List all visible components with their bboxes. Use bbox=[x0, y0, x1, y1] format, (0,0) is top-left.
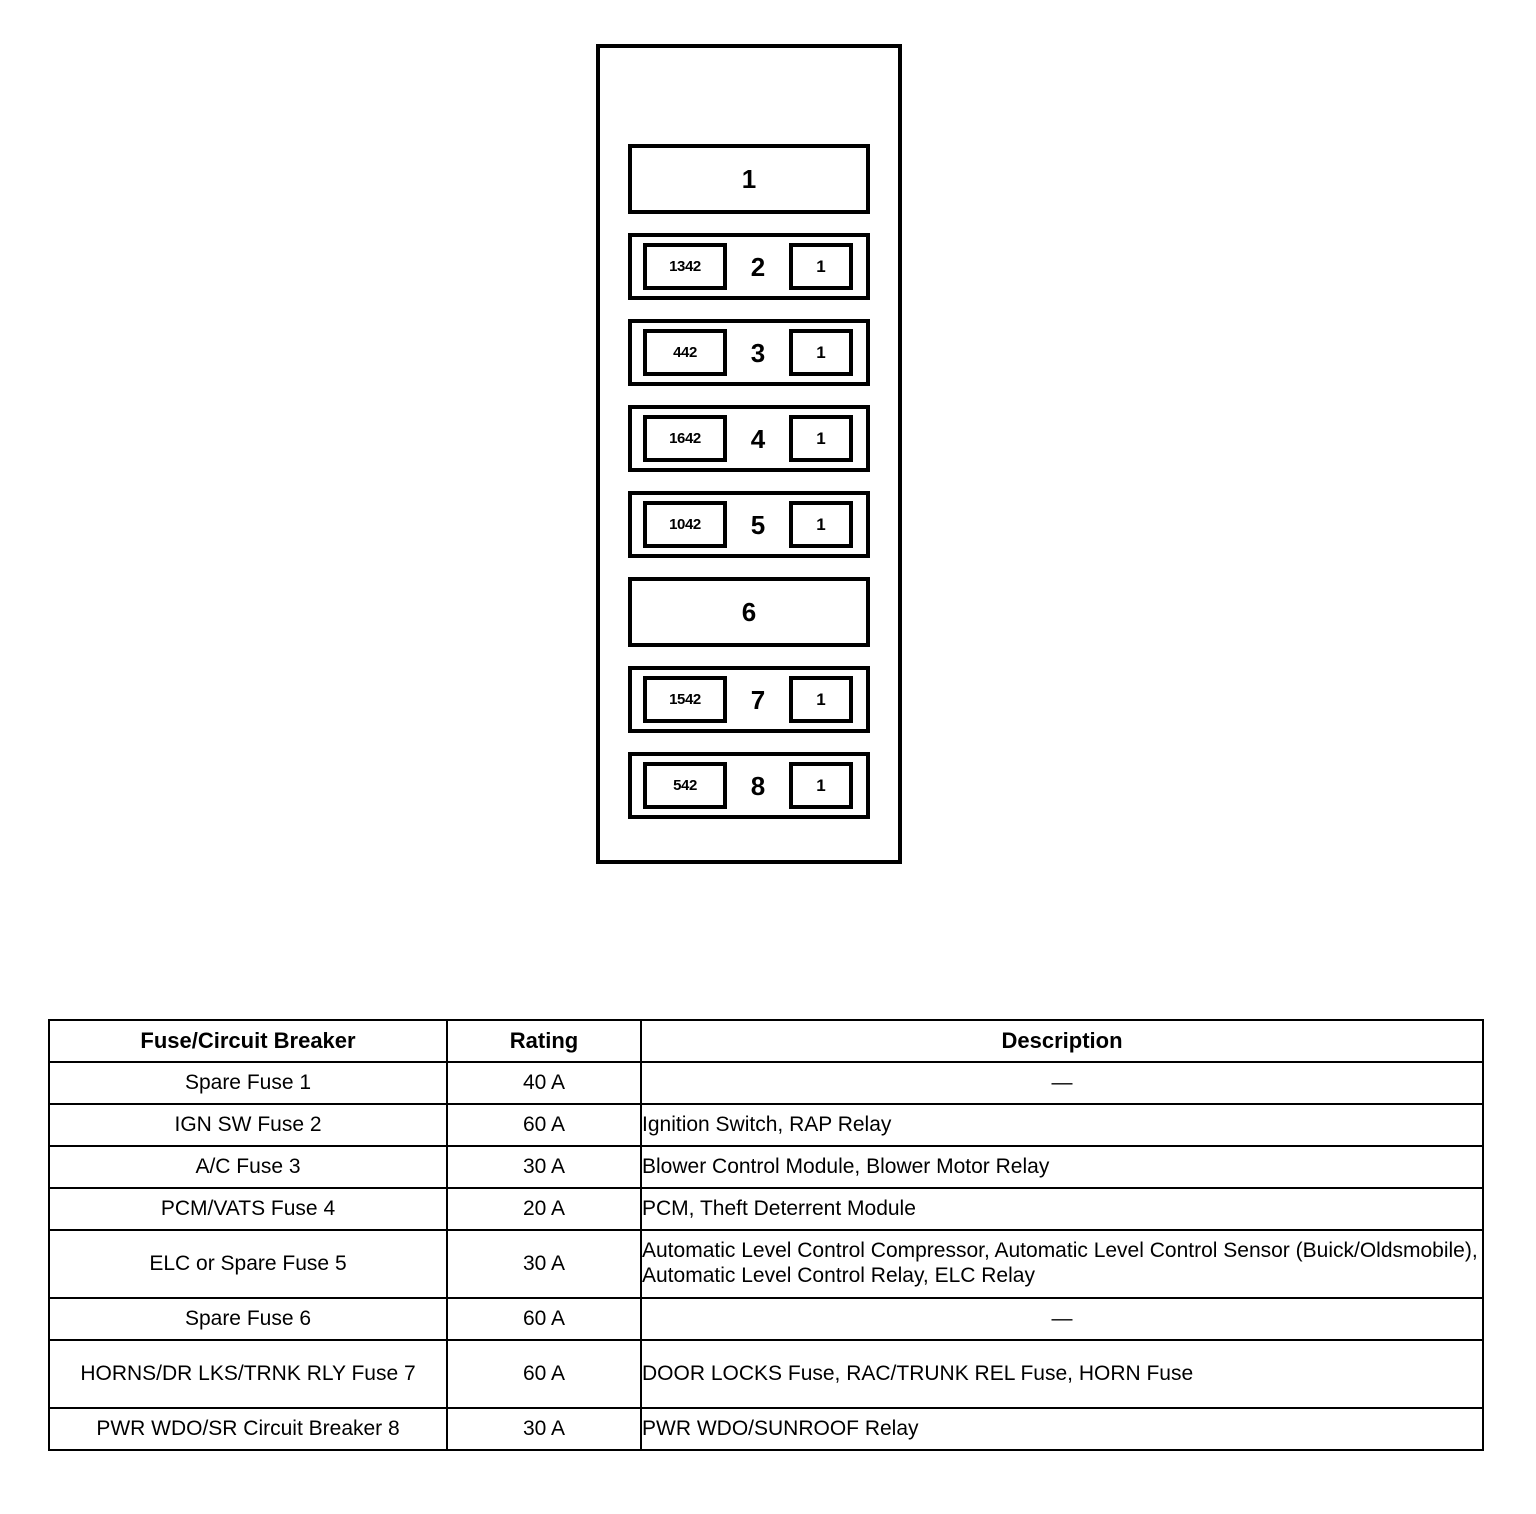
row-1-rating: 40 A bbox=[446, 1061, 642, 1105]
table-row: Spare Fuse 6 60 A — bbox=[48, 1297, 1484, 1341]
fuse-slot-4-code: 1642 bbox=[643, 415, 727, 462]
fuse-slot-6[interactable]: 6 bbox=[628, 577, 870, 647]
fuse-slot-3-code: 442 bbox=[643, 329, 727, 376]
fuse-slot-7[interactable]: 1542 7 1 bbox=[628, 666, 870, 733]
row-2-name: IGN SW Fuse 2 bbox=[48, 1103, 448, 1147]
table-row: ELC or Spare Fuse 5 30 A Automatic Level… bbox=[48, 1229, 1484, 1299]
fuse-slot-8-number: 8 bbox=[750, 770, 766, 801]
fuse-slot-5-number: 5 bbox=[750, 509, 766, 540]
row-5-rating: 30 A bbox=[446, 1229, 642, 1299]
fuse-slot-4-cavity: 1 bbox=[789, 415, 853, 462]
row-2-description: Ignition Switch, RAP Relay bbox=[640, 1103, 1484, 1147]
table-row: IGN SW Fuse 2 60 A Ignition Switch, RAP … bbox=[48, 1103, 1484, 1147]
row-8-name: PWR WDO/SR Circuit Breaker 8 bbox=[48, 1407, 448, 1451]
fuse-slot-list: 1 1342 2 1 442 3 1 1642 4 1 1042 5 1 6 1… bbox=[628, 144, 870, 838]
fuse-slot-8[interactable]: 542 8 1 bbox=[628, 752, 870, 819]
row-1-name: Spare Fuse 1 bbox=[48, 1061, 448, 1105]
row-6-description: — bbox=[640, 1297, 1484, 1341]
row-6-rating: 60 A bbox=[446, 1297, 642, 1341]
table-row: HORNS/DR LKS/TRNK RLY Fuse 7 60 A DOOR L… bbox=[48, 1339, 1484, 1409]
fuse-slot-5-cavity: 1 bbox=[789, 501, 853, 548]
row-5-name: ELC or Spare Fuse 5 bbox=[48, 1229, 448, 1299]
table-row: A/C Fuse 3 30 A Blower Control Module, B… bbox=[48, 1145, 1484, 1189]
row-3-name: A/C Fuse 3 bbox=[48, 1145, 448, 1189]
header-description: Description bbox=[640, 1019, 1484, 1063]
header-rating: Rating bbox=[446, 1019, 642, 1063]
fuse-legend-table: Fuse/Circuit Breaker Rating Description … bbox=[48, 1019, 1484, 1451]
fuse-slot-3[interactable]: 442 3 1 bbox=[628, 319, 870, 386]
fuse-slot-2[interactable]: 1342 2 1 bbox=[628, 233, 870, 300]
table-row: PCM/VATS Fuse 4 20 A PCM, Theft Deterren… bbox=[48, 1187, 1484, 1231]
row-7-name: HORNS/DR LKS/TRNK RLY Fuse 7 bbox=[48, 1339, 448, 1409]
row-2-rating: 60 A bbox=[446, 1103, 642, 1147]
fuse-slot-5[interactable]: 1042 5 1 bbox=[628, 491, 870, 558]
row-7-description: DOOR LOCKS Fuse, RAC/TRUNK REL Fuse, HOR… bbox=[640, 1339, 1484, 1409]
fuse-slot-7-code: 1542 bbox=[643, 676, 727, 723]
table-row: PWR WDO/SR Circuit Breaker 8 30 A PWR WD… bbox=[48, 1407, 1484, 1451]
row-8-description: PWR WDO/SUNROOF Relay bbox=[640, 1407, 1484, 1451]
fuse-slot-8-code: 542 bbox=[643, 762, 727, 809]
row-8-rating: 30 A bbox=[446, 1407, 642, 1451]
fuse-slot-4[interactable]: 1642 4 1 bbox=[628, 405, 870, 472]
fuse-slot-2-cavity: 1 bbox=[789, 243, 853, 290]
row-4-description: PCM, Theft Deterrent Module bbox=[640, 1187, 1484, 1231]
fuse-slot-1-number: 1 bbox=[741, 164, 757, 194]
fuse-slot-3-cavity: 1 bbox=[789, 329, 853, 376]
fuse-slot-3-number: 3 bbox=[750, 337, 766, 368]
fuse-slot-2-code: 1342 bbox=[643, 243, 727, 290]
fuse-slot-2-number: 2 bbox=[750, 251, 766, 282]
header-fuse-circuit-breaker: Fuse/Circuit Breaker bbox=[48, 1019, 448, 1063]
fuse-slot-7-cavity: 1 bbox=[789, 676, 853, 723]
fuse-slot-8-cavity: 1 bbox=[789, 762, 853, 809]
row-6-name: Spare Fuse 6 bbox=[48, 1297, 448, 1341]
row-5-description: Automatic Level Control Compressor, Auto… bbox=[640, 1229, 1484, 1299]
row-4-rating: 20 A bbox=[446, 1187, 642, 1231]
row-3-rating: 30 A bbox=[446, 1145, 642, 1189]
fuse-slot-7-number: 7 bbox=[750, 684, 766, 715]
row-4-name: PCM/VATS Fuse 4 bbox=[48, 1187, 448, 1231]
row-1-description: — bbox=[640, 1061, 1484, 1105]
fuse-slot-1[interactable]: 1 bbox=[628, 144, 870, 214]
table-row: Spare Fuse 1 40 A — bbox=[48, 1061, 1484, 1105]
row-3-description: Blower Control Module, Blower Motor Rela… bbox=[640, 1145, 1484, 1189]
fuse-block-diagram: 1 1342 2 1 442 3 1 1642 4 1 1042 5 1 6 1… bbox=[596, 44, 902, 864]
fuse-slot-4-number: 4 bbox=[750, 423, 766, 454]
fuse-slot-5-code: 1042 bbox=[643, 501, 727, 548]
row-7-rating: 60 A bbox=[446, 1339, 642, 1409]
fuse-slot-6-number: 6 bbox=[741, 597, 757, 627]
table-header-row: Fuse/Circuit Breaker Rating Description bbox=[48, 1019, 1484, 1063]
